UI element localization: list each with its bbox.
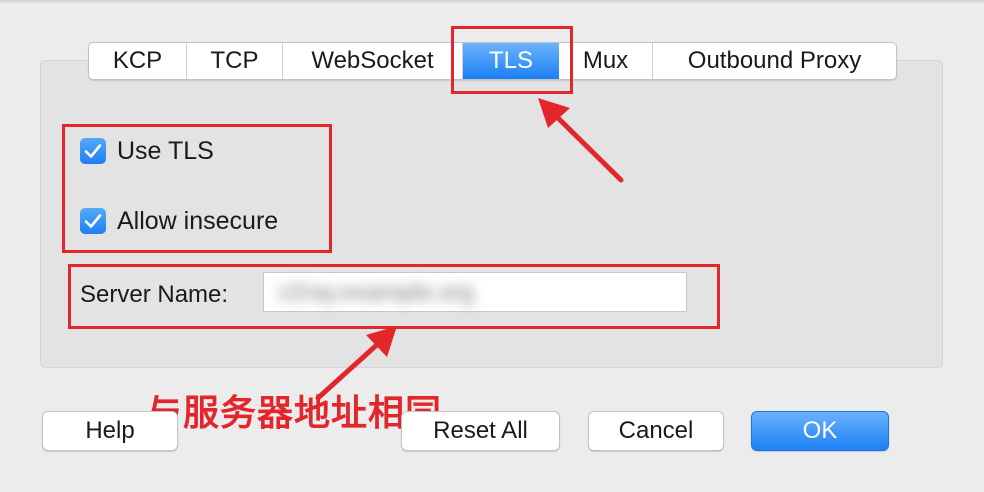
tab-bar: KCP TCP WebSocket TLS Mux Outbound Proxy <box>88 42 897 80</box>
server-name-value: v2ray.example.org <box>278 279 474 306</box>
tab-mux[interactable]: Mux <box>559 43 653 79</box>
cancel-button[interactable]: Cancel <box>588 411 724 451</box>
use-tls-row[interactable]: Use TLS <box>80 136 214 166</box>
tab-websocket[interactable]: WebSocket <box>283 43 463 79</box>
use-tls-label: Use TLS <box>117 136 214 165</box>
ok-button[interactable]: OK <box>751 411 889 451</box>
annotation-note: 与服务器地址相同 <box>146 393 443 434</box>
tab-tcp[interactable]: TCP <box>187 43 283 79</box>
allow-insecure-label: Allow insecure <box>117 206 279 235</box>
tab-kcp[interactable]: KCP <box>89 43 187 79</box>
use-tls-checkbox[interactable] <box>80 138 106 164</box>
tab-tls[interactable]: TLS <box>463 43 559 79</box>
arrow-to-server-name <box>315 326 397 401</box>
arrow-to-tls-tab <box>538 98 624 183</box>
checkmark-icon <box>84 144 102 158</box>
allow-insecure-row[interactable]: Allow insecure <box>80 206 278 236</box>
window-top-edge <box>0 0 984 4</box>
server-name-field[interactable]: v2ray.example.org <box>263 272 687 312</box>
tls-settings-panel <box>40 60 943 368</box>
reset-all-button[interactable]: Reset All <box>401 411 560 451</box>
help-button[interactable]: Help <box>42 411 178 451</box>
tab-outbound-proxy[interactable]: Outbound Proxy <box>687 47 862 74</box>
allow-insecure-checkbox[interactable] <box>80 208 106 234</box>
checkmark-icon <box>84 214 102 228</box>
server-name-label: Server Name: <box>80 281 229 308</box>
